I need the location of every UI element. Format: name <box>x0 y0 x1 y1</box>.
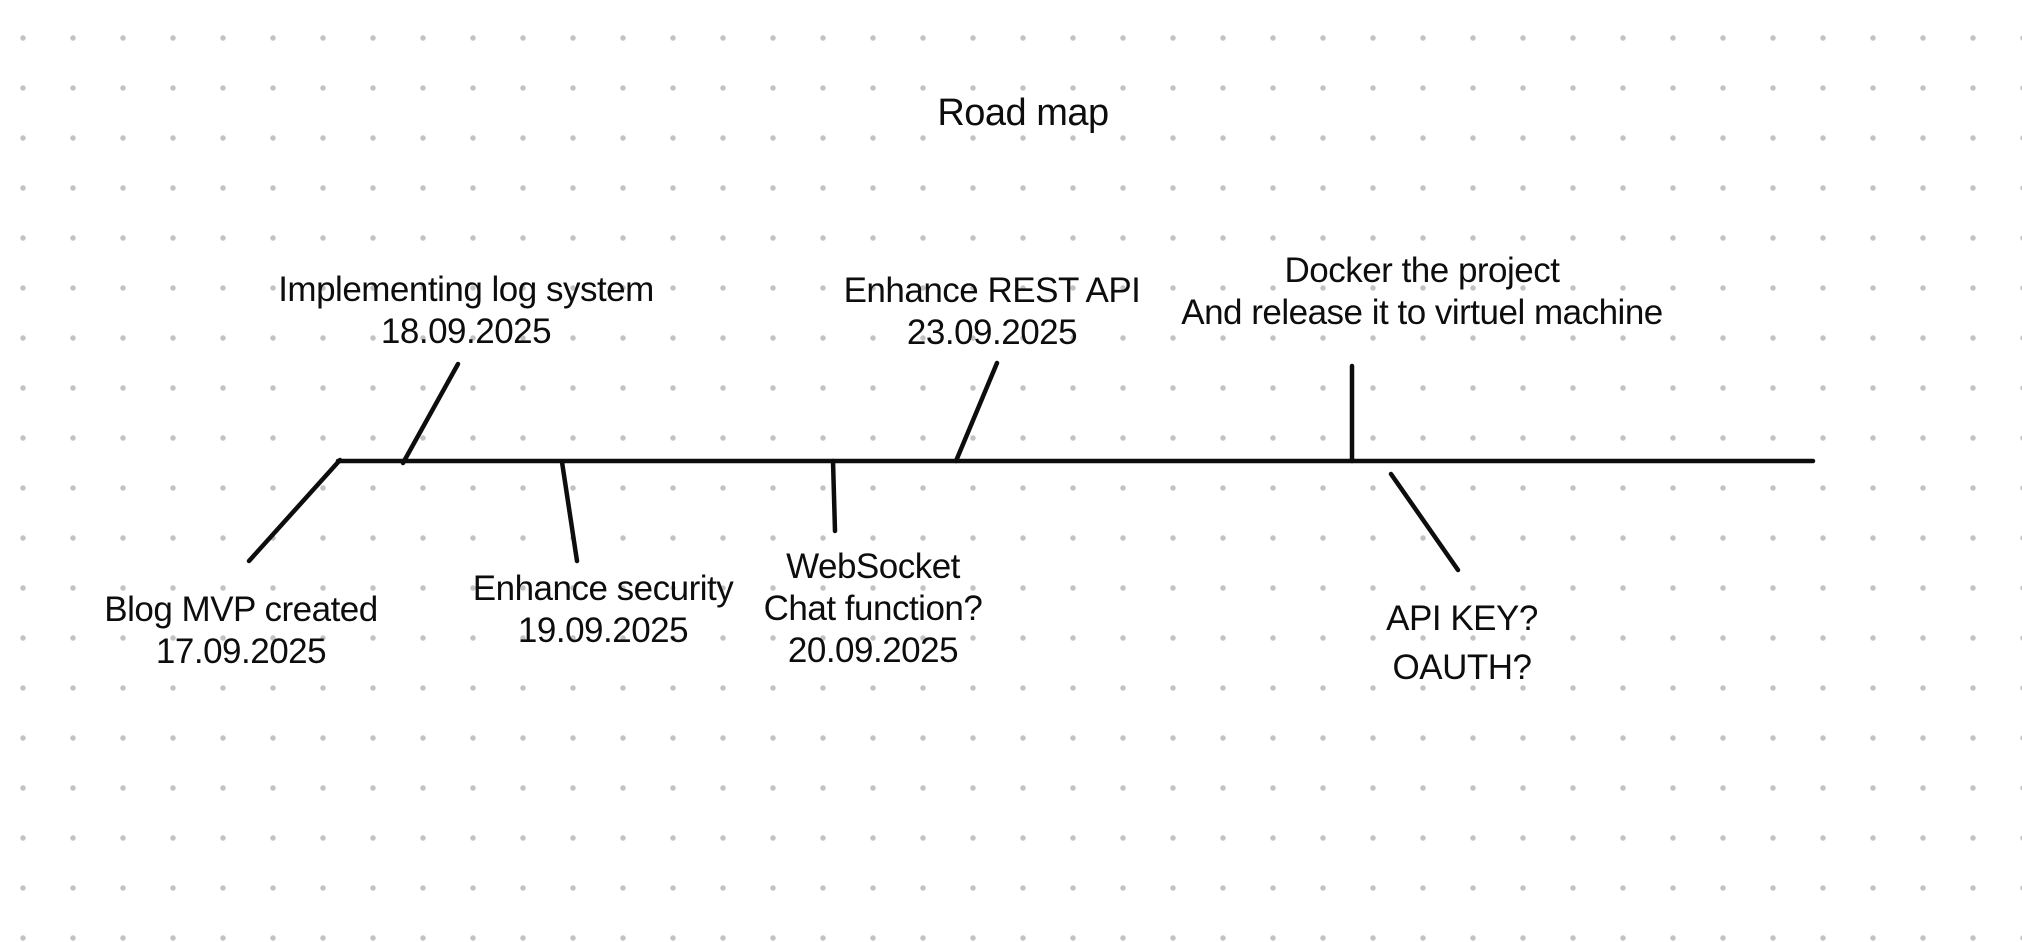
milestone-label-log-system[interactable]: Implementing log system 18.09.2025 <box>278 269 654 353</box>
milestone-label-websocket[interactable]: WebSocket Chat function? 20.09.2025 <box>764 546 983 672</box>
diagram-title[interactable]: Road map <box>937 92 1109 134</box>
milestone-detail: Chat function? <box>763 589 983 628</box>
milestone-name: API KEY? <box>1386 599 1538 638</box>
tick-rest-api-line[interactable] <box>953 360 1000 464</box>
milestone-date: 17.09.2025 <box>155 632 327 671</box>
milestone-date: 19.09.2025 <box>517 611 689 650</box>
milestone-name: Enhance security <box>472 569 734 608</box>
tick-log-system-line[interactable] <box>400 361 461 466</box>
milestone-date: 20.09.2025 <box>787 631 959 670</box>
milestone-name: Blog MVP created <box>104 590 378 629</box>
milestone-name: Enhance REST API <box>843 271 1141 310</box>
milestone-label-rest-api[interactable]: Enhance REST API 23.09.2025 <box>844 270 1141 354</box>
milestone-name: Docker the project <box>1284 251 1560 290</box>
milestone-name: WebSocket <box>786 547 960 586</box>
milestone-detail: And release it to virtuel machine <box>1181 293 1663 332</box>
tick-blog-mvp-line[interactable] <box>246 457 343 564</box>
milestone-date: 23.09.2025 <box>906 313 1078 352</box>
milestone-label-blog-mvp[interactable]: Blog MVP created 17.09.2025 <box>104 589 378 673</box>
milestone-label-auth[interactable]: API KEY? OAUTH? <box>1386 594 1538 692</box>
milestone-label-docker[interactable]: Docker the project And release it to vir… <box>1181 250 1663 334</box>
milestone-name: Implementing log system <box>278 270 654 309</box>
tick-auth-line[interactable] <box>1388 471 1461 573</box>
milestone-date: 18.09.2025 <box>380 312 552 351</box>
tick-websocket-line[interactable] <box>830 458 838 534</box>
milestone-detail: OAUTH? <box>1392 648 1532 687</box>
milestone-label-security[interactable]: Enhance security 19.09.2025 <box>472 568 734 652</box>
tick-security-line[interactable] <box>559 459 580 564</box>
